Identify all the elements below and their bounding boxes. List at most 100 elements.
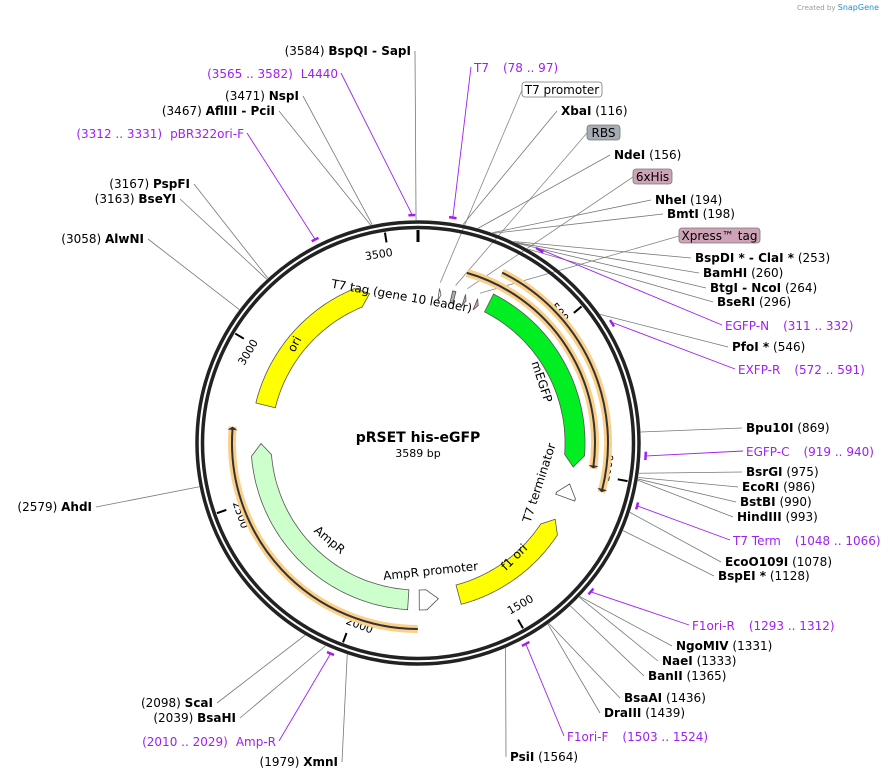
feature-ampr-promoter[interactable] — [418, 589, 440, 611]
enzyme-leader-line — [517, 243, 707, 289]
primer-label[interactable]: (2010 .. 2029)Amp-R — [142, 735, 276, 749]
enzyme-site-label[interactable]: BtgI - NcoI (264) — [710, 281, 817, 295]
feature-xpress-tag[interactable] — [472, 298, 479, 311]
enzyme-site-label[interactable]: DraIII (1439) — [604, 706, 685, 720]
feature-t7-promoter[interactable] — [437, 288, 442, 301]
enzyme-site-label[interactable]: NdeI (156) — [614, 148, 681, 162]
enzyme-site-label[interactable]: BmtI (198) — [667, 207, 735, 221]
enzyme-site-label[interactable]: BseRI (296) — [717, 295, 791, 309]
enzyme-name: BspEI * — [718, 569, 767, 583]
feature-label-box[interactable] — [632, 168, 673, 185]
orf-line[interactable] — [466, 271, 596, 467]
enzyme-site-label[interactable]: EcoO109I (1078) — [725, 555, 832, 569]
enzyme-name: PspFI — [153, 177, 190, 191]
enzyme-site-label[interactable]: (3471) NspI — [225, 89, 299, 103]
primer-label[interactable]: EGFP-N(311 .. 332) — [725, 319, 854, 333]
feature-t7-terminator[interactable] — [555, 483, 576, 502]
feature-rbs[interactable] — [449, 290, 457, 304]
enzyme-pos-open: ( — [729, 639, 738, 653]
feature-6xhis[interactable] — [461, 294, 467, 307]
primer-label[interactable]: F1ori-F(1503 .. 1524) — [567, 730, 708, 744]
enzyme-pos-open: ( — [109, 177, 114, 191]
enzyme-site-label[interactable]: (2579) AhdI — [17, 500, 92, 514]
primer-label[interactable]: F1ori-R(1293 .. 1312) — [692, 619, 835, 633]
enzyme-pos-open: ( — [788, 555, 797, 569]
primer-leader-line — [591, 591, 690, 626]
enzyme-pos-open: ( — [794, 251, 803, 265]
enzyme-pos-open: ( — [755, 295, 764, 309]
primer-mark[interactable] — [634, 502, 640, 510]
enzyme-leader-line — [493, 213, 664, 234]
feature-f1-ori[interactable] — [455, 518, 558, 605]
enzyme-pos-open: ( — [285, 44, 290, 58]
primer-name: F1ori-F — [567, 730, 608, 744]
enzyme-site-label[interactable]: Bpu10I (869) — [746, 421, 830, 435]
enzyme-pos-open: ( — [699, 207, 708, 221]
enzyme-site-label[interactable]: BamHI (260) — [703, 266, 783, 280]
enzyme-pos-close: ) — [722, 669, 727, 683]
enzyme-site-label[interactable]: (3584) BspQI - SapI — [285, 44, 411, 58]
orf-arrowhead — [588, 464, 599, 469]
enzyme-leader-line — [193, 183, 269, 279]
enzyme-site-label[interactable]: XbaI (116) — [561, 104, 628, 118]
enzyme-site-label[interactable]: NheI (194) — [655, 193, 722, 207]
primer-name: Amp-R — [236, 735, 276, 749]
enzyme-site-label[interactable]: (1979) XmnI — [260, 755, 339, 769]
enzyme-site-label[interactable]: BanII (1365) — [648, 669, 726, 683]
feature-label-box[interactable] — [521, 81, 603, 98]
primer-range: (3565 .. 3582) — [207, 67, 293, 81]
primer-label[interactable]: T7 Term(1048 .. 1066) — [732, 534, 881, 548]
primer-label[interactable]: EXFP-R(572 .. 591) — [738, 363, 865, 377]
primer-leader-line — [246, 132, 316, 239]
enzyme-site-label[interactable]: NgoMIV (1331) — [676, 639, 772, 653]
enzyme-position: 156 — [654, 148, 677, 162]
enzyme-site-label[interactable]: BspEI * (1128) — [718, 569, 810, 583]
enzyme-site-label[interactable]: BsrGI (975) — [746, 465, 819, 479]
orf-line[interactable] — [501, 271, 609, 491]
enzyme-position: 1331 — [737, 639, 768, 653]
primer-mark[interactable] — [326, 650, 335, 657]
enzyme-site-label[interactable]: BspDI * - ClaI * (253) — [695, 251, 830, 265]
enzyme-site-label[interactable]: PsiI (1564) — [510, 750, 578, 764]
enzyme-site-label[interactable]: PfoI * (546) — [732, 340, 805, 354]
enzyme-pos-close: ) — [701, 691, 706, 705]
enzyme-pos-open: ( — [645, 148, 654, 162]
enzyme-site-label[interactable]: BstBI (990) — [740, 495, 812, 509]
snapgene-brand: SnapGene — [838, 3, 879, 12]
enzyme-position: 1436 — [671, 691, 702, 705]
enzyme-pos-close: ) — [53, 500, 62, 514]
feature-label-box[interactable] — [678, 227, 761, 244]
primer-mark[interactable] — [535, 246, 544, 254]
enzyme-site-label[interactable]: (3467) AflIII - PciI — [162, 104, 275, 118]
feature-label: T7 promoter — [524, 83, 600, 97]
primer-mark[interactable] — [521, 640, 530, 648]
feature-ampr[interactable] — [251, 442, 410, 611]
enzyme-site-label[interactable]: BsaAI (1436) — [624, 691, 706, 705]
primer-leader-line — [646, 450, 744, 457]
feature-label-box[interactable] — [586, 124, 621, 141]
enzyme-name: AlwNI — [105, 232, 144, 246]
primer-label[interactable]: EGFP-C(919 .. 940) — [746, 445, 874, 459]
enzyme-site-label[interactable]: (2039) BsaHI — [153, 711, 236, 725]
enzyme-position: 198 — [707, 207, 730, 221]
enzyme-site-label[interactable]: (3058) AlwNI — [61, 232, 144, 246]
enzyme-name: BseYI — [138, 192, 176, 206]
primer-mark[interactable] — [448, 215, 457, 220]
primer-mark[interactable] — [608, 319, 616, 328]
primer-label[interactable]: T7(78 .. 97) — [473, 61, 558, 75]
enzyme-position: 975 — [791, 465, 814, 479]
primer-label[interactable]: (3565 .. 3582)L4440 — [207, 67, 338, 81]
enzyme-site-label[interactable]: EcoRI (986) — [742, 480, 815, 494]
enzyme-position: 3584 — [289, 44, 320, 58]
enzyme-site-label[interactable]: (3167) PspFI — [109, 177, 190, 191]
feature-ori[interactable] — [255, 288, 371, 409]
enzyme-site-label[interactable]: (2098) ScaI — [141, 696, 213, 710]
enzyme-site-label[interactable]: (3163) BseYI — [95, 192, 176, 206]
enzyme-site-label[interactable]: HindIII (993) — [737, 510, 818, 524]
orf-line[interactable] — [231, 428, 418, 630]
enzyme-site-label[interactable]: NaeI (1333) — [662, 654, 736, 668]
primer-mark[interactable] — [311, 236, 320, 243]
feature-megfp[interactable] — [483, 293, 586, 468]
primer-label[interactable]: (3312 .. 3331)pBR322ori-F — [76, 127, 244, 141]
primer-mark[interactable] — [587, 587, 595, 596]
